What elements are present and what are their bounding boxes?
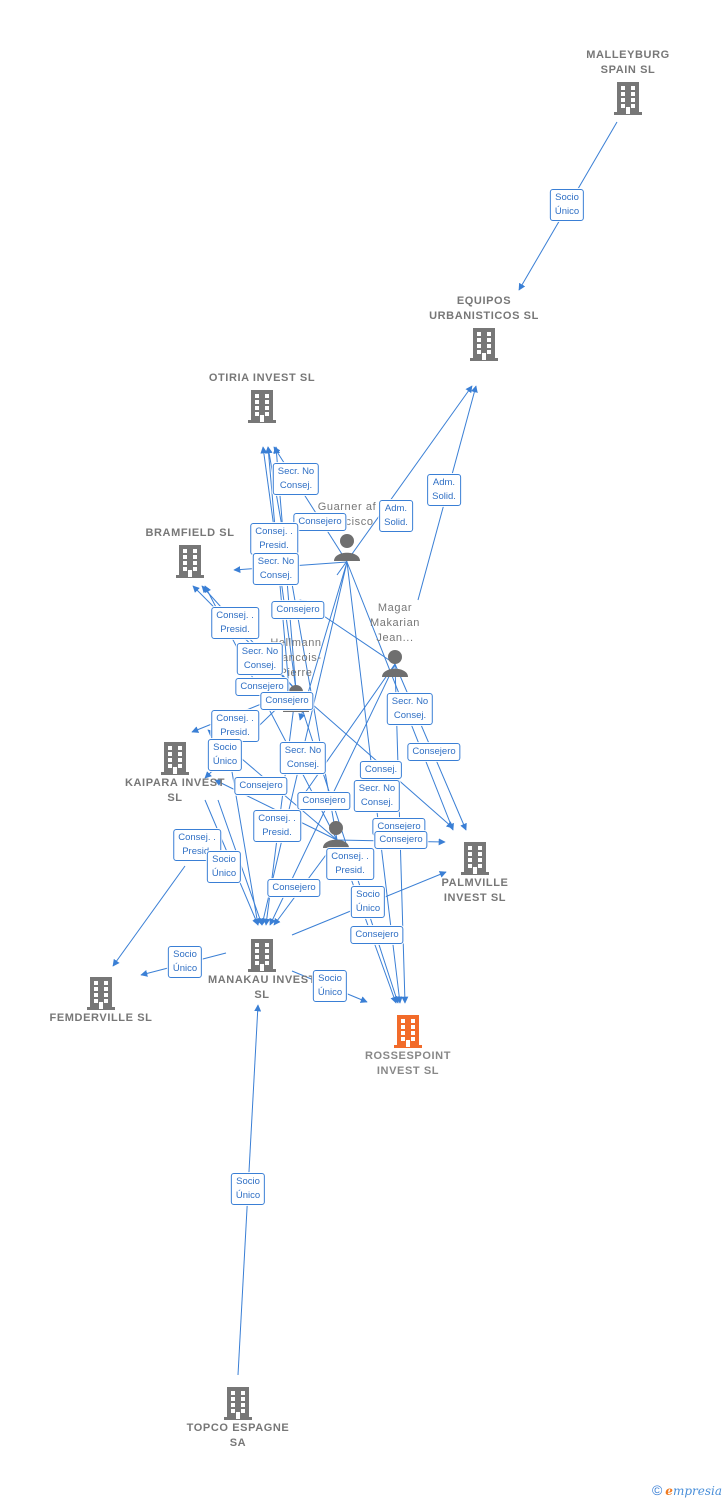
company-node-bramfield[interactable]: BRAMFIELD SL <box>135 526 245 579</box>
building-icon <box>611 80 645 116</box>
relation-label[interactable]: Adm.Solid. <box>427 474 461 506</box>
building-icon <box>467 326 501 362</box>
relation-edge <box>112 865 186 967</box>
relation-label[interactable]: Consejero <box>234 777 288 795</box>
brand-initial: e <box>665 1484 673 1498</box>
company-label: OTIRIA INVEST SL <box>208 372 316 384</box>
building-icon <box>221 1385 255 1421</box>
brand-name: mpresia <box>672 1484 722 1498</box>
relation-label[interactable]: Consejero <box>374 831 428 849</box>
relation-label[interactable]: Consejero <box>350 926 404 944</box>
company-label: MANAKAU INVEST SL <box>207 974 316 1001</box>
relation-label[interactable]: Consej. .Presid. <box>253 810 301 842</box>
building-icon <box>245 937 279 973</box>
building-icon <box>158 740 192 776</box>
person-node-hellmann[interactable]: Hellmann Francois-Pierre <box>261 636 331 713</box>
company-label: ROSSESPOINT INVEST SL <box>364 1050 452 1077</box>
building-icon <box>458 840 492 876</box>
relation-label[interactable]: Consej. .Presid. <box>211 607 259 639</box>
person-icon <box>321 819 351 849</box>
relation-label[interactable]: Consej. <box>359 761 403 779</box>
person-node-4[interactable] <box>301 817 371 849</box>
company-node-topco[interactable]: TOPCO ESPAGNE SA <box>183 1383 293 1451</box>
relation-label[interactable]: Consejero <box>407 743 461 761</box>
copyright-icon: © <box>651 1482 663 1498</box>
brand-logo[interactable]: ©empresia <box>652 1482 722 1498</box>
person-icon <box>332 532 362 562</box>
company-node-kaipara[interactable]: KAIPARA INVEST SL <box>120 738 230 806</box>
company-label: BRAMFIELD SL <box>145 527 235 539</box>
relation-label[interactable]: Consej. .Presid. <box>250 523 298 555</box>
person-node-guarner[interactable]: Guarner af Francisco <box>312 500 382 562</box>
relation-edge <box>299 663 396 801</box>
relation-label[interactable]: Consejero <box>260 692 314 710</box>
company-node-palmville[interactable]: PALMVILLE INVEST SL <box>420 838 530 906</box>
company-label: PALMVILLE INVEST SL <box>441 877 509 904</box>
person-node-magar[interactable]: Magar Makarian Jean... <box>360 601 430 678</box>
relation-label[interactable]: Consejero <box>293 513 347 531</box>
company-node-manakau[interactable]: MANAKAU INVEST SL <box>207 935 317 1003</box>
person-icon <box>380 648 410 678</box>
company-node-malleyburg[interactable]: MALLEYBURG SPAIN SL <box>573 48 683 116</box>
building-icon <box>173 543 207 579</box>
relation-label[interactable]: Consejero <box>267 879 321 897</box>
company-label: TOPCO ESPAGNE SA <box>186 1422 290 1449</box>
relation-label[interactable]: Consejero <box>297 792 351 810</box>
building-icon-focus <box>391 1013 425 1049</box>
company-label: MALLEYBURG SPAIN SL <box>586 49 670 76</box>
relation-edge <box>295 689 454 829</box>
relation-edge <box>265 446 338 841</box>
relation-label[interactable]: Adm.Solid. <box>379 500 413 532</box>
person-label: Magar Makarian Jean... <box>369 602 421 644</box>
person-label: Hellmann Francois-Pierre <box>270 637 322 679</box>
relation-label[interactable]: Consej. .Presid. <box>326 848 374 880</box>
building-icon <box>84 975 118 1011</box>
company-node-otiria[interactable]: OTIRIA INVEST SL <box>207 371 317 424</box>
company-label: FEMDERVILLE SL <box>49 1012 153 1024</box>
relation-edge <box>336 385 473 576</box>
company-label: EQUIPOS URBANISTICOS SL <box>429 295 539 322</box>
company-node-equipos[interactable]: EQUIPOS URBANISTICOS SL <box>429 294 539 362</box>
company-node-femderville[interactable]: FEMDERVILLE SL <box>46 973 156 1026</box>
relation-label[interactable]: Consejero <box>271 601 325 619</box>
building-icon <box>245 388 279 424</box>
company-node-rossespoint[interactable]: ROSSESPOINT INVEST SL <box>353 1011 463 1079</box>
company-label: KAIPARA INVEST SL <box>124 777 226 804</box>
relation-label[interactable]: Consej. .Presid. <box>211 710 259 742</box>
